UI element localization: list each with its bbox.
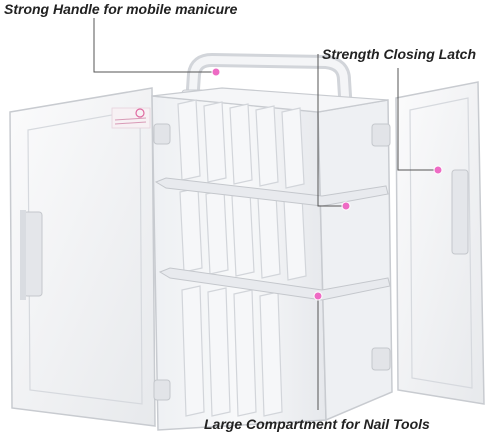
callout-latch: [317, 54, 443, 211]
case-body: [151, 87, 393, 431]
shelves: [154, 177, 391, 301]
right-door: [395, 81, 485, 405]
callout-compartment: [313, 291, 323, 410]
latch-label: Strength Closing Latch: [322, 46, 476, 62]
compartment-label: Large Compartment for Nail Tools: [204, 416, 430, 432]
dividers: [177, 99, 307, 417]
handle-label: Strong Handle for mobile manicure: [4, 1, 238, 17]
callout-handle: [93, 18, 221, 77]
warning-sticker: [111, 107, 151, 129]
left-door: [9, 87, 156, 427]
